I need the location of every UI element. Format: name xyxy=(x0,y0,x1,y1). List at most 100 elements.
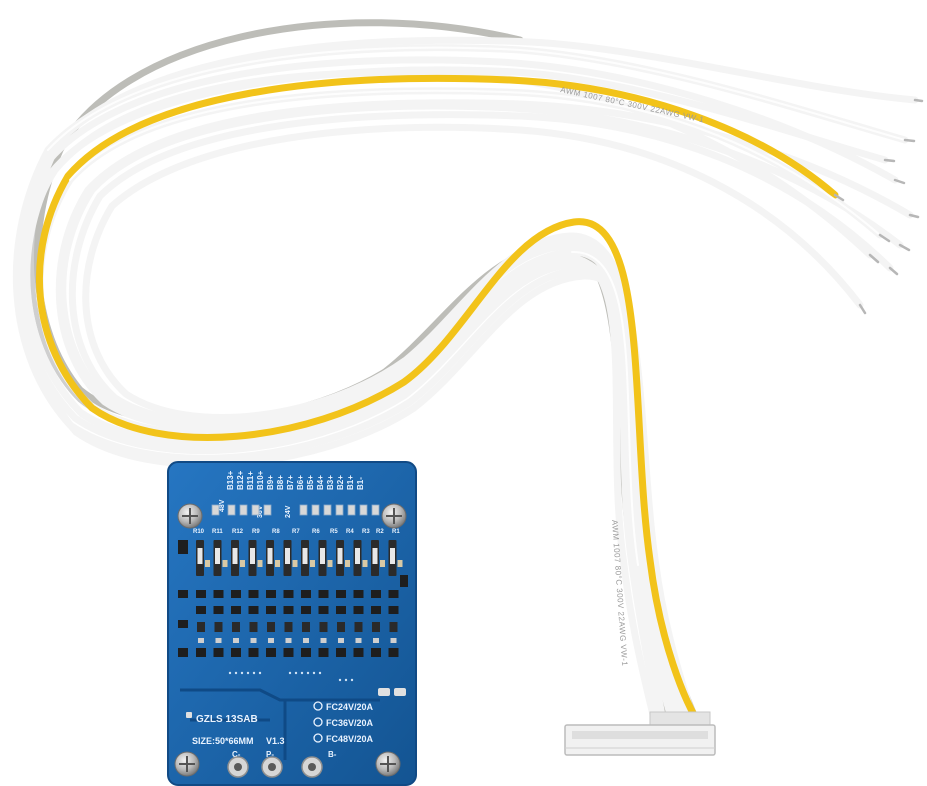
smd-pad xyxy=(233,638,239,643)
smd-diode xyxy=(249,622,258,632)
smd-transistor xyxy=(388,590,399,598)
resistor-marking xyxy=(302,548,308,564)
smd-capacitor xyxy=(257,560,263,567)
pcb-traces xyxy=(180,688,380,760)
smd-mosfet xyxy=(318,648,329,657)
smd-capacitor xyxy=(240,560,245,567)
smd-pad xyxy=(285,638,292,643)
pin-label: B2+ xyxy=(336,475,345,490)
resistor-label: R11 xyxy=(212,529,223,535)
version-label: V1.3 xyxy=(266,736,285,746)
resistor-label: R7 xyxy=(292,529,300,535)
resistor-marking xyxy=(372,548,378,564)
smd-capacitor xyxy=(380,560,385,567)
smd-components xyxy=(178,540,408,657)
voltage-label-48v: 48V xyxy=(219,499,226,512)
pin-label: B1+ xyxy=(346,475,355,490)
resistor-marking xyxy=(232,548,238,564)
wire-harness: AWM 1007 80°C 300V 22AWG VW-1 AWM 1007 8… xyxy=(12,19,924,732)
terminal-label-p: P- xyxy=(266,750,274,759)
resistor-label: R1 xyxy=(392,529,400,535)
smd-pad xyxy=(373,638,379,643)
smd-mosfet xyxy=(336,648,346,657)
smd-pad xyxy=(320,638,327,643)
smd-pad xyxy=(198,638,204,643)
bms-pcb: B13+ B12+ B11+ B10+ B9+ B8+ B7+ B6+ B5+ … xyxy=(167,461,417,786)
resistor-label: R10 xyxy=(193,529,205,535)
smd-ic xyxy=(400,575,408,587)
resistor-marking xyxy=(267,548,273,564)
pin-label: B11+ xyxy=(246,471,255,490)
smd-mosfet xyxy=(301,648,311,657)
smd-transistor xyxy=(301,590,311,598)
smd-diode xyxy=(354,622,363,632)
resistor-marking xyxy=(285,548,290,564)
mounting-screw-icon xyxy=(381,503,407,529)
resistor-label: R4 xyxy=(346,529,354,535)
smd-pad xyxy=(355,638,362,643)
smd-pad xyxy=(268,638,274,643)
smd-pad xyxy=(250,638,257,643)
pin-label: B4+ xyxy=(316,475,325,490)
resistor-label: R5 xyxy=(330,529,338,535)
via-dots xyxy=(228,671,354,682)
smd-capacitor xyxy=(205,560,210,567)
smd-transistor xyxy=(353,590,364,598)
pin-label: B12+ xyxy=(236,470,245,490)
smd-transistor xyxy=(283,606,294,614)
resistor-marking xyxy=(355,548,360,564)
smd-diode xyxy=(232,622,240,632)
pin-label: B10+ xyxy=(256,470,265,490)
terminal-pads xyxy=(227,756,323,778)
smd-diode xyxy=(284,622,293,632)
smd-capacitor xyxy=(222,560,228,567)
resistor-marking xyxy=(320,548,325,564)
wire-white-7 xyxy=(82,123,864,732)
size-label: SIZE:50*66MM xyxy=(192,736,254,746)
resistor-marking xyxy=(337,548,343,564)
smd-transistor xyxy=(231,590,241,598)
terminal-label-c: C- xyxy=(232,750,241,759)
stripped-wire-ends xyxy=(833,98,924,315)
test-pads xyxy=(186,688,406,718)
smd-transistor xyxy=(266,606,276,614)
rating-label: FC48V/20A xyxy=(326,734,374,744)
pin-label: B1- xyxy=(356,477,365,490)
smd-mosfet xyxy=(196,648,206,657)
resistor-label: R6 xyxy=(312,529,320,535)
smd-mosfet xyxy=(248,648,259,657)
mounting-screw-icon xyxy=(174,751,200,777)
pin-label: B5+ xyxy=(306,475,315,490)
model-label: GZLS 13SAB xyxy=(196,714,258,725)
resistor-label: R12 xyxy=(232,529,244,535)
voltage-label-24v: 24V xyxy=(285,505,292,518)
smd-diode xyxy=(302,622,310,632)
smd-pad xyxy=(215,638,222,643)
smd-capacitor xyxy=(310,560,315,567)
smd-transistor xyxy=(336,606,346,614)
resistor-marking xyxy=(390,548,395,564)
smd-mosfet xyxy=(266,648,276,657)
rating-label: FC24V/20A xyxy=(326,702,374,712)
smd-transistor xyxy=(353,606,364,614)
smd-diode xyxy=(267,622,275,632)
pin-labels: B13+ B12+ B11+ B10+ B9+ B8+ B7+ B6+ B5+ … xyxy=(226,470,365,490)
wire-white-9 xyxy=(23,66,889,732)
smd-mosfet xyxy=(371,648,381,657)
pin-label: B3+ xyxy=(326,475,335,490)
smd-transistor xyxy=(196,590,206,598)
smd-capacitor xyxy=(275,560,280,567)
smd-ic xyxy=(178,648,188,657)
smd-transistor xyxy=(371,606,381,614)
smd-diode xyxy=(389,622,398,632)
pin-label: B9+ xyxy=(266,475,275,490)
pin-label: B7+ xyxy=(286,475,295,490)
smd-transistor xyxy=(231,606,241,614)
smd-transistor xyxy=(248,606,259,614)
solder-pads xyxy=(211,504,380,516)
smd-transistor xyxy=(318,590,329,598)
resistor-marking xyxy=(215,548,220,564)
smd-mosfet xyxy=(353,648,364,657)
smd-pad xyxy=(303,638,309,643)
